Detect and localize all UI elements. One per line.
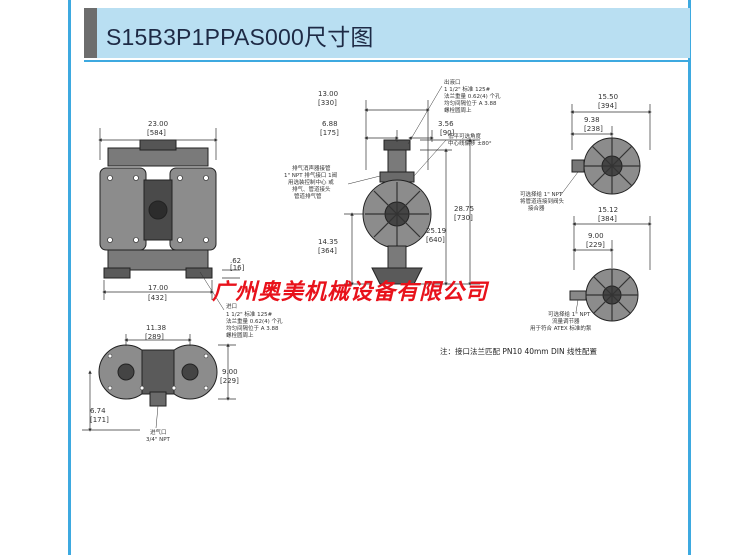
front-width-mm: [584] <box>147 129 166 137</box>
check-line-1: 低平可选角度 <box>448 132 482 140</box>
side-height-in: 28.75 <box>454 205 474 213</box>
page-title: S15B3P1PPAS000尺寸图 <box>106 24 374 50</box>
muffler-line-4: 排气、管道接头 <box>292 185 331 193</box>
side-outlet-pipe <box>387 149 407 173</box>
side-low-in: 14.35 <box>318 238 338 246</box>
inlet-line-2: 法兰重量 0.62(4) 个孔 <box>226 317 283 325</box>
side-width-mm: [330] <box>318 99 337 107</box>
inlet-label: 进口 <box>226 302 237 310</box>
front-bottom-manifold <box>107 249 209 271</box>
front-top-manifold <box>107 147 209 167</box>
company-watermark: 广州奥美机械设备有限公司 <box>212 280 489 305</box>
muffler-line-3: 用选装控制中心 或 <box>288 178 334 186</box>
muffler-line-5: 管道排气管 <box>294 192 322 200</box>
side-offset-mm: [90] <box>440 129 455 137</box>
side-mid-in: 25.19 <box>426 227 446 235</box>
front-foot-in: .62 <box>230 257 241 265</box>
top-offset-in: 6.74 <box>90 407 106 415</box>
outlet-line-3: 均匀间隔位于 A 3.88 <box>444 99 497 107</box>
inlet-line-4: 螺栓圆周上 <box>226 331 254 339</box>
muffler-line-1: 排气消声器接管 <box>292 164 331 172</box>
air-inlet-sub: 3/4" NPT <box>146 437 171 443</box>
outlet-line-4: 螺栓圆周上 <box>444 106 472 114</box>
npt2-line-3: 用于符合 ATEX 标准的泵 <box>530 324 592 332</box>
r1-half-in: 9.38 <box>584 116 600 124</box>
side-view <box>362 139 432 285</box>
side-half-in: 6.88 <box>322 120 338 128</box>
outlet-label: 出液口 <box>444 78 461 86</box>
top-offset-mm: [171] <box>90 416 109 424</box>
front-right-chamber <box>169 167 217 251</box>
inlet-line-1: 1 1/2" 标准 125# <box>226 310 273 318</box>
front-left-foot <box>103 267 131 279</box>
right-frame-line <box>688 0 691 555</box>
front-base-in: 17.00 <box>148 284 168 292</box>
r2-width-mm: [384] <box>598 215 617 223</box>
air-inlet-label: 进气口 <box>150 428 167 436</box>
title-banner: S15B3P1PPAS000尺寸图 <box>84 8 690 58</box>
title-accent-bar <box>84 8 97 58</box>
check-line-2: 中心线偏移 ±80° <box>448 139 492 147</box>
r1-width-in: 15.50 <box>598 93 618 101</box>
side-offset-in: 3.56 <box>438 120 454 128</box>
right-view-top <box>571 137 641 195</box>
side-base <box>371 267 423 285</box>
footnote: 注：接口法兰匹配 PN10 40mm DIN 线性配置 <box>440 346 597 356</box>
top-width-mm: [289] <box>145 333 164 341</box>
right-view-bottom <box>569 268 639 322</box>
front-center-hub <box>148 200 168 220</box>
r2-half-mm: [229] <box>586 241 605 249</box>
front-width-in: 23.00 <box>148 120 168 128</box>
outlet-line-1: 1 1/2" 标准 125# <box>444 85 491 93</box>
side-mid-mm: [640] <box>426 236 445 244</box>
muffler-line-2: 1" NPT 排气接口 1阀 <box>284 171 337 179</box>
top-view <box>98 344 218 407</box>
npt-line-3: 接合器 <box>528 204 545 212</box>
r2-half-in: 9.00 <box>588 232 604 240</box>
r2-muffler <box>569 290 587 301</box>
r2-width-in: 15.12 <box>598 206 618 214</box>
top-width-in: 11.38 <box>146 324 166 332</box>
front-foot-mm: [16] <box>230 264 245 272</box>
r1-port <box>571 159 585 173</box>
top-air-valve <box>149 391 167 407</box>
side-inlet-pipe <box>387 245 407 269</box>
side-low-mm: [364] <box>318 247 337 255</box>
npt2-line-1: 可选择给 1" NPT <box>548 310 591 318</box>
r1-half-mm: [238] <box>584 125 603 133</box>
top-height-in: 9.00 <box>222 368 238 376</box>
side-width-in: 13.00 <box>318 90 338 98</box>
front-right-foot <box>185 267 213 279</box>
side-height-mm: [730] <box>454 214 473 222</box>
inlet-line-3: 均匀间隔位于 A 3.88 <box>226 324 279 332</box>
r1-width-mm: [394] <box>598 102 617 110</box>
front-view <box>99 139 217 279</box>
title-separator <box>84 60 690 62</box>
left-frame-line <box>68 0 71 555</box>
top-height-mm: [229] <box>220 377 239 385</box>
npt-line-1: 可选择给 1" NPT <box>520 190 563 198</box>
side-half-mm: [175] <box>320 129 339 137</box>
npt2-line-2: 流量调节器 <box>552 317 580 325</box>
front-left-chamber <box>99 167 147 251</box>
top-center-block <box>141 349 175 395</box>
front-base-mm: [432] <box>148 294 167 302</box>
front-outlet-flange <box>139 139 177 151</box>
npt-line-2: 将管道连接到阀头 <box>520 197 565 205</box>
outlet-line-2: 法兰重量 0.62(4) 个孔 <box>444 92 501 100</box>
